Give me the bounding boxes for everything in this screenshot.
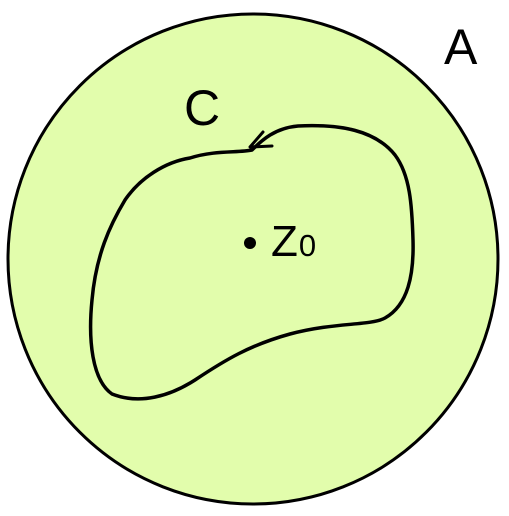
contour-c	[88, 123, 415, 401]
point-z0-main: Z	[271, 217, 298, 266]
contour-c-label: C	[184, 80, 220, 136]
region-a-disk	[6, 12, 500, 506]
point-z0-label: Z0	[271, 217, 316, 266]
contour-direction-arrow	[248, 130, 274, 149]
region-a-label: A	[444, 19, 478, 75]
point-z0-dot	[244, 237, 256, 249]
point-z0-subscript: 0	[299, 228, 316, 263]
